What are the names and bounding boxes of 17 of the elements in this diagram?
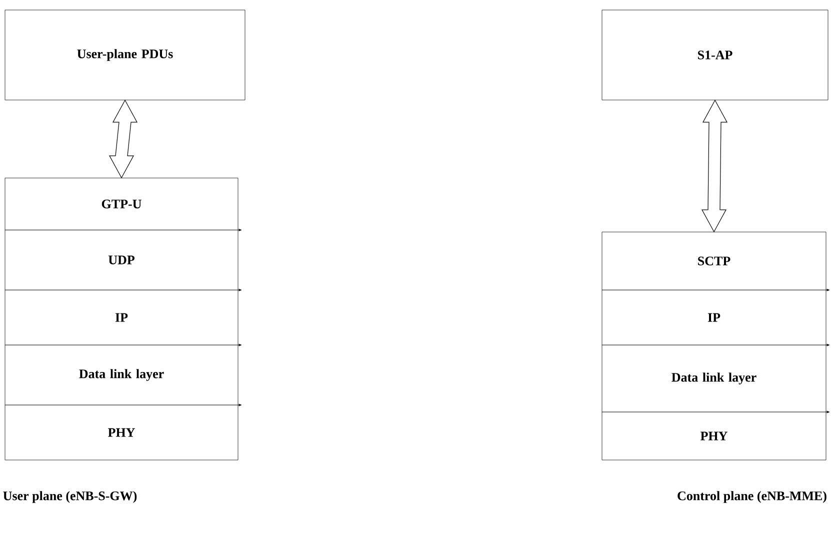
stack-box — [4, 178, 238, 460]
layer-cell: Data link layer — [672, 372, 756, 384]
layer-cell: PHY — [108, 428, 135, 437]
layer-cell: Data link layer — [79, 369, 164, 381]
protocol-box: User-plane PDUs — [4, 10, 246, 100]
layer-cell: UDP — [108, 256, 134, 264]
layer-cell: GTP-U — [102, 200, 142, 208]
layer-cell: IP — [708, 313, 720, 322]
protocol-box: S1-AP — [602, 10, 828, 100]
double-arrow — [702, 100, 728, 232]
stack-box — [602, 232, 826, 460]
caption: Control plane (eNB-MME) — [678, 491, 826, 503]
layer-cell: SCTP — [698, 256, 730, 266]
caption: User plane (eNB-S-GW) — [3, 491, 137, 503]
layer-cell: PHY — [700, 432, 728, 440]
layer-cell: IP — [115, 313, 128, 322]
double-arrow — [109, 100, 138, 178]
